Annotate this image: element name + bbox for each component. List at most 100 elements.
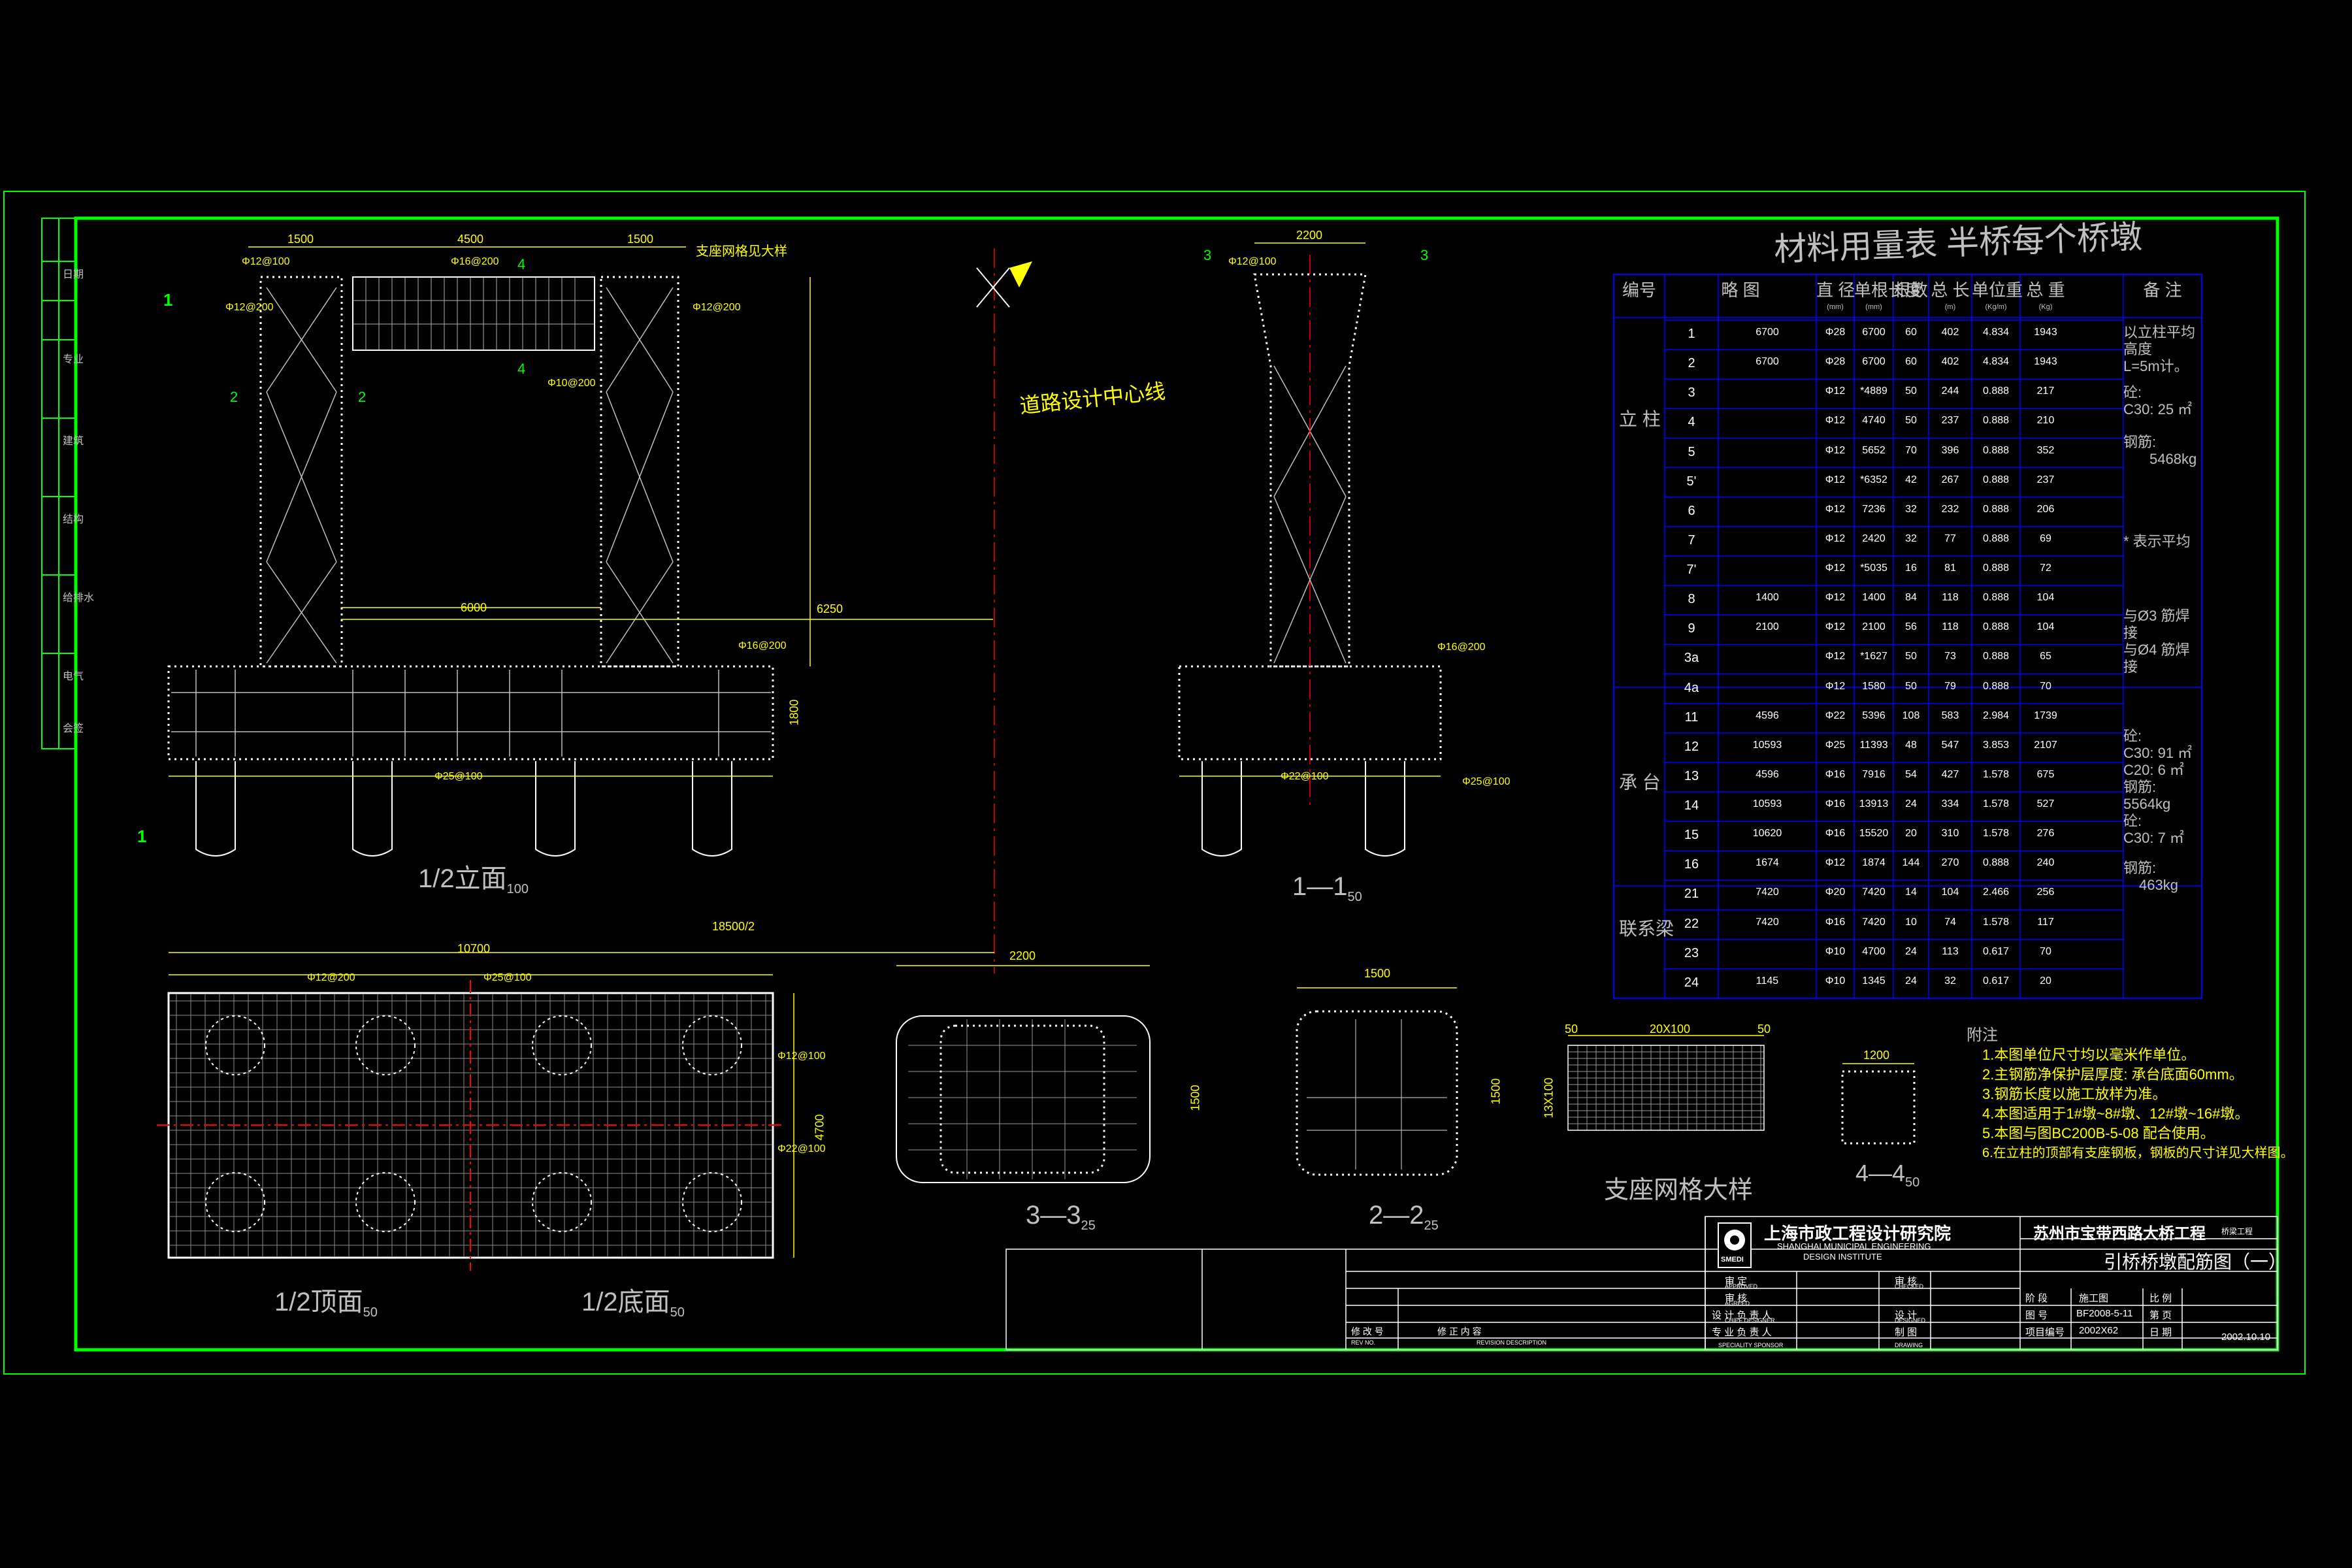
tb-role-en: DRAWING — [1895, 1342, 1923, 1348]
table-cell-cnt: 24 — [1905, 945, 1917, 957]
section-1-1 — [1178, 242, 1442, 857]
tb-role: 审 核 — [1725, 1293, 1748, 1304]
tb-value: BF2008-5-11 — [2076, 1308, 2133, 1319]
table-header-cell: 略 图 — [1721, 280, 1760, 300]
table-cell-weight: 206 — [2036, 503, 2055, 515]
table-header-cell: 总 重 — [2026, 280, 2065, 300]
table-cell-no: 4 — [1688, 415, 1695, 430]
table-cell-no: 5 — [1688, 444, 1695, 459]
remark: 钢筋: — [2123, 434, 2157, 450]
tb-label: 比 例 — [2149, 1293, 2172, 1304]
remark: C30: 25 ㎡ — [2123, 401, 2193, 417]
table-cell-sketch: 4596 — [1756, 710, 1779, 721]
table-cell-len: 15520 — [1859, 828, 1889, 840]
table-cell-unit: 4.834 — [1982, 356, 2010, 368]
table-cell-unit: 0.888 — [1982, 532, 2010, 544]
remark: 砼: — [2123, 813, 2142, 829]
section-mark: 2 — [358, 389, 367, 405]
rebar-label: Φ16@200 — [1437, 642, 1486, 653]
table-cell-no: 16 — [1684, 857, 1699, 872]
dim-text: 1500 — [1489, 1078, 1503, 1105]
table-cell-sketch: 4596 — [1756, 768, 1779, 780]
table-header-unit: (mm) — [1827, 303, 1844, 311]
dim-text: 2200 — [1009, 949, 1036, 962]
institute-name: 上海市政工程设计研究院 — [1764, 1224, 1952, 1243]
table-cell-no: 1 — [1688, 327, 1695, 341]
tb-label: 阶 段 — [2025, 1293, 2048, 1304]
rebar-label: Φ22@100 — [777, 1143, 826, 1154]
table-cell-dia: Φ12 — [1825, 651, 1846, 662]
table-cell-dia: Φ28 — [1825, 327, 1846, 338]
section-mark: 4 — [517, 256, 526, 272]
table-header-cell: 单位重 — [1972, 280, 2023, 300]
strip-label: 会签 — [63, 723, 84, 734]
remark: 砼: — [2123, 384, 2142, 400]
table-header-cell: 备 注 — [2143, 280, 2182, 300]
tb-value: 2002X62 — [2079, 1325, 2119, 1336]
view-title-bearing-grid: 支座网格大样 — [1604, 1177, 1754, 1204]
table-cell-no: 24 — [1684, 975, 1699, 990]
group-label: 立 柱 — [1619, 409, 1661, 429]
dim-text: 1800 — [787, 699, 801, 726]
table-cell-no: 5' — [1686, 474, 1697, 489]
table-cell-unit: 2.984 — [1982, 710, 2010, 721]
table-cell-cnt: 60 — [1905, 327, 1917, 338]
remark: 钢筋: — [2123, 860, 2157, 876]
table-cell-unit: 0.888 — [1982, 651, 2010, 662]
table-cell-len: *6352 — [1860, 474, 1887, 485]
table-cell-len: 7420 — [1862, 887, 1886, 898]
table-cell-unit: 0.888 — [1982, 503, 2010, 515]
table-cell-weight: 117 — [2037, 916, 2054, 928]
table-cell-len: 7236 — [1862, 503, 1886, 515]
table-cell-cnt: 24 — [1905, 798, 1917, 810]
table-cell-no: 2 — [1688, 356, 1695, 371]
table-cell-total: 118 — [1942, 621, 1959, 633]
table-cell-cnt: 48 — [1905, 739, 1917, 751]
table-cell-len: 4700 — [1862, 945, 1886, 957]
table-cell-weight: 1739 — [2034, 710, 2057, 721]
table-cell-dia: Φ12 — [1825, 532, 1846, 544]
table-cell-dia: Φ28 — [1825, 356, 1846, 368]
table-header-cell: 直 径 — [1816, 280, 1855, 300]
table-cell-weight: 20 — [2040, 975, 2051, 987]
table-cell-sketch: 1674 — [1756, 857, 1779, 869]
tb-role: 审 核 — [1895, 1276, 1918, 1287]
table-cell-dia: Φ22 — [1825, 710, 1846, 721]
table-cell-dia: Φ16 — [1825, 798, 1846, 810]
tb-revision-desc: 修 正 内 容 — [1437, 1326, 1482, 1337]
tb-revision-desc-en: REVISION DESCRIPTION — [1477, 1339, 1547, 1346]
table-cell-no: 3 — [1688, 385, 1695, 400]
table-cell-total: 310 — [1941, 828, 1959, 840]
table-cell-sketch: 1400 — [1756, 592, 1779, 604]
table-cell-cnt: 50 — [1905, 415, 1917, 427]
strip-label: 日期 — [63, 269, 84, 280]
table-cell-len: 1400 — [1862, 592, 1886, 604]
notes: 附注 1.本图单位尺寸均以毫米作单位。 2.主钢筋净保护层厚度: 承台底面60m… — [1967, 1026, 2294, 1163]
table-cell-sketch: 10593 — [1752, 739, 1782, 751]
table-cell-weight: 237 — [2036, 474, 2055, 485]
dim-text: 10700 — [457, 942, 491, 955]
remark: 与Ø4 筋焊接 — [2123, 642, 2190, 675]
table-cell-cnt: 108 — [1902, 710, 1920, 721]
table-cell-weight: 675 — [2036, 768, 2055, 780]
table-cell-dia: Φ12 — [1825, 563, 1846, 574]
table-cell-no: 8 — [1688, 592, 1695, 607]
table-cell-cnt: 10 — [1905, 916, 1917, 928]
view-title-bottom: 1/2底面50 — [581, 1288, 685, 1320]
remark: 钢筋: 5564kg — [2123, 779, 2171, 812]
table-cell-sketch: 7420 — [1756, 887, 1779, 898]
table-cell-total: 118 — [1942, 592, 1959, 604]
rebar-label: Φ10@200 — [547, 378, 596, 389]
table-cell-cnt: 32 — [1905, 532, 1917, 544]
section-mark: 4 — [517, 361, 526, 377]
dim-text: 6000 — [461, 601, 487, 614]
table-cell-len: 2420 — [1862, 532, 1886, 544]
table-cell-no: 14 — [1684, 798, 1699, 813]
table-cell-weight: 69 — [2040, 532, 2051, 544]
tb-role: 设 计 — [1895, 1310, 1918, 1321]
table-cell-total: 79 — [1944, 680, 1956, 692]
remark: 463kg — [2139, 877, 2178, 893]
tb-role-en: APPROVED — [1725, 1283, 1758, 1290]
table-cell-total: 267 — [1941, 474, 1959, 485]
project-sub: 桥梁工程 — [2221, 1227, 2253, 1236]
